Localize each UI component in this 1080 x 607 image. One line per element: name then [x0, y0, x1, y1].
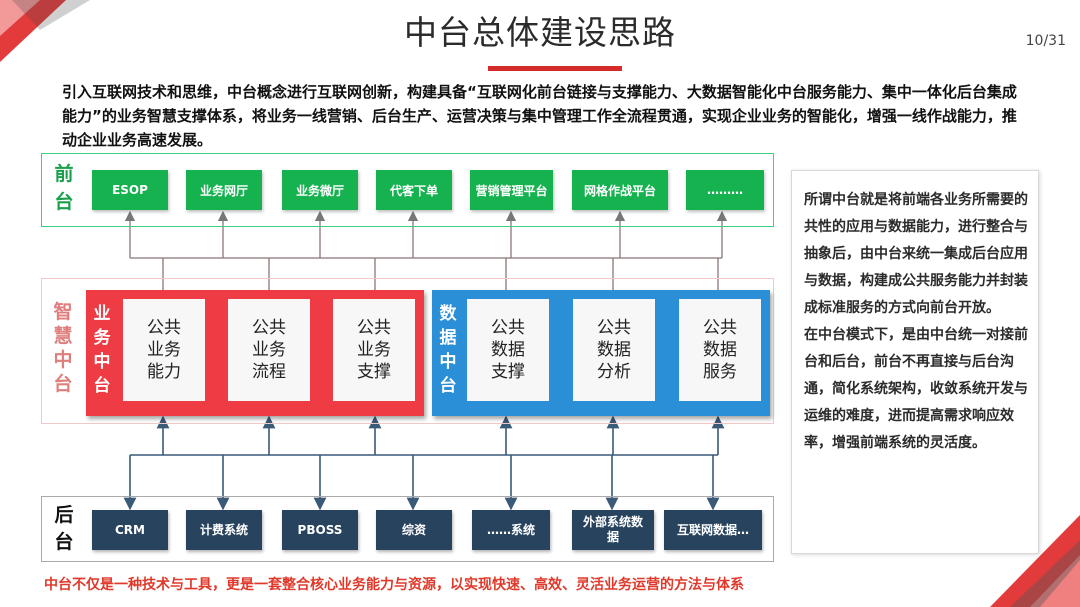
back-item-internet-data[interactable]: 互联网数据… — [664, 510, 762, 550]
back-item-other-systems[interactable]: ……系统 — [472, 510, 550, 550]
explanation-note: 所谓中台就是将前端各业务所需要的共性的应用与数据能力，进行整合与抽象后，由中台来… — [791, 170, 1039, 554]
card-public-data-service[interactable]: 公共数据服务 — [679, 299, 761, 401]
back-item-external-data-label: 外部系统数据 — [582, 515, 643, 544]
front-item-marketing-platform[interactable]: 营销管理平台 — [470, 170, 553, 210]
back-item-resources[interactable]: 综资 — [376, 510, 452, 550]
front-item-esop[interactable]: ESOP — [92, 170, 168, 210]
card-public-business-process[interactable]: 公共业务流程 — [228, 299, 310, 401]
front-item-grid-platform[interactable]: 网格作战平台 — [572, 170, 668, 210]
middle-stage-label: 智慧中台 — [53, 301, 73, 395]
card-public-business-support[interactable]: 公共业务支撑 — [333, 299, 415, 401]
front-stage-box — [41, 153, 774, 227]
corner-decoration-top-left — [0, 0, 90, 62]
card-label: 公共业务能力 — [147, 318, 181, 382]
front-item-micro-hall[interactable]: 业务微厅 — [282, 170, 358, 210]
corner-decoration-bottom-right — [990, 515, 1080, 607]
card-label: 公共业务流程 — [252, 318, 286, 382]
note-paragraph-1: 所谓中台就是将前端各业务所需要的共性的应用与数据能力，进行整合与抽象后，由中台来… — [804, 192, 1028, 316]
card-public-data-analysis[interactable]: 公共数据分析 — [573, 299, 655, 401]
back-stage-box — [41, 496, 774, 562]
back-item-billing[interactable]: 计费系统 — [186, 510, 262, 550]
card-public-business-capability[interactable]: 公共业务能力 — [123, 299, 205, 401]
back-stage-label: 后台 — [54, 504, 74, 553]
back-item-crm[interactable]: CRM — [92, 510, 168, 550]
front-stage-label: 前台 — [54, 163, 74, 213]
back-item-pboss[interactable]: PBOSS — [282, 510, 358, 550]
front-item-business-hall[interactable]: 业务网厅 — [186, 170, 262, 210]
page-number: 10/31 — [1025, 33, 1066, 49]
front-item-proxy-order[interactable]: 代客下单 — [376, 170, 452, 210]
business-middle-label: 业务中台 — [93, 304, 111, 396]
data-middle-label: 数据中台 — [439, 304, 457, 396]
card-label: 公共数据服务 — [703, 318, 737, 382]
card-label: 公共数据分析 — [597, 318, 631, 382]
note-paragraph-2: 在中台模式下，是由中台统一对接前台和后台，前台不再直接与后台沟通，简化系统架构，… — [804, 327, 1028, 451]
card-label: 公共数据支撑 — [491, 318, 525, 382]
intro-paragraph: 引入互联网技术和思维，中台概念进行互联网创新，构建具备“互联网化前台链接与支撑能… — [62, 83, 1017, 149]
title-underline — [488, 66, 622, 71]
footer-summary: 中台不仅是一种技术与工具，更是一套整合核心业务能力与资源，以实现快速、高效、灵活… — [44, 577, 744, 593]
page-title: 中台总体建设思路 — [404, 13, 676, 52]
back-item-external-data[interactable]: 外部系统数据 — [572, 510, 654, 550]
front-item-more[interactable]: ……… — [686, 170, 764, 210]
card-public-data-support[interactable]: 公共数据支撑 — [467, 299, 549, 401]
middle-stage-box — [41, 278, 774, 424]
card-label: 公共业务支撑 — [357, 318, 391, 382]
